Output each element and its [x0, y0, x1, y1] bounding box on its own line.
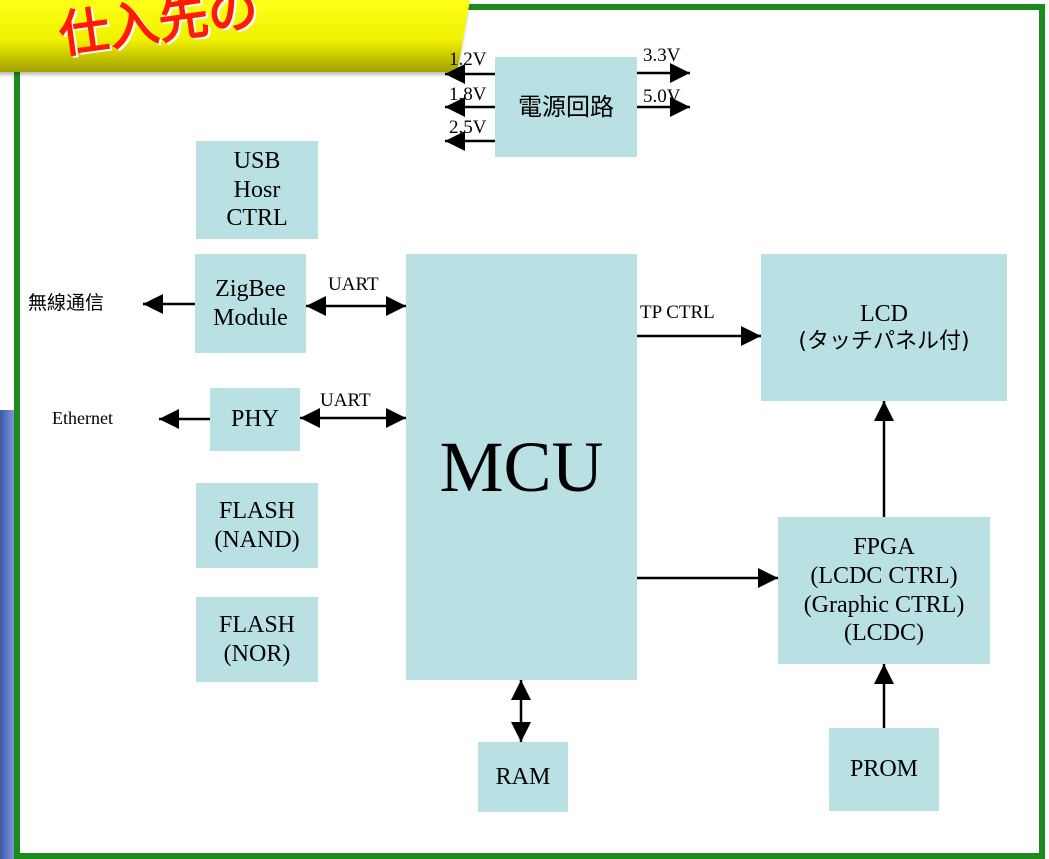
label-5v0: 5.0V — [643, 86, 681, 107]
power-circuit-block: 電源回路 — [495, 57, 637, 157]
lcd-block: LCD (タッチパネル付) — [761, 254, 1007, 401]
label-1v8: 1.8V — [449, 84, 487, 105]
label-ethernet: Ethernet — [52, 408, 113, 428]
ram-block: RAM — [478, 742, 568, 812]
prom-block: PROM — [829, 728, 939, 811]
flash-nor-block: FLASH (NOR) — [196, 597, 318, 682]
label-tp-ctrl: TP CTRL — [640, 302, 715, 323]
label-1v2: 1.2V — [449, 49, 487, 70]
usb-host-ctrl-block: USB Hosr CTRL — [196, 141, 318, 239]
label-2v5: 2.5V — [449, 117, 487, 138]
flash-nand-block: FLASH (NAND) — [196, 483, 318, 568]
phy-block: PHY — [210, 388, 300, 451]
zigbee-module-block: ZigBee Module — [195, 254, 306, 353]
fpga-block: FPGA (LCDC CTRL) (Graphic CTRL) (LCDC) — [778, 517, 990, 664]
side-accent-bar — [0, 410, 14, 859]
label-wireless: 無線通信 — [28, 292, 105, 314]
label-uart-phy: UART — [320, 390, 371, 411]
label-uart-zigbee: UART — [328, 274, 379, 295]
mcu-block: MCU — [406, 254, 637, 680]
label-3v3: 3.3V — [643, 45, 681, 66]
lcd-touch-panel-note: (タッチパネル付) — [798, 328, 970, 354]
lcd-title: LCD — [860, 300, 908, 327]
